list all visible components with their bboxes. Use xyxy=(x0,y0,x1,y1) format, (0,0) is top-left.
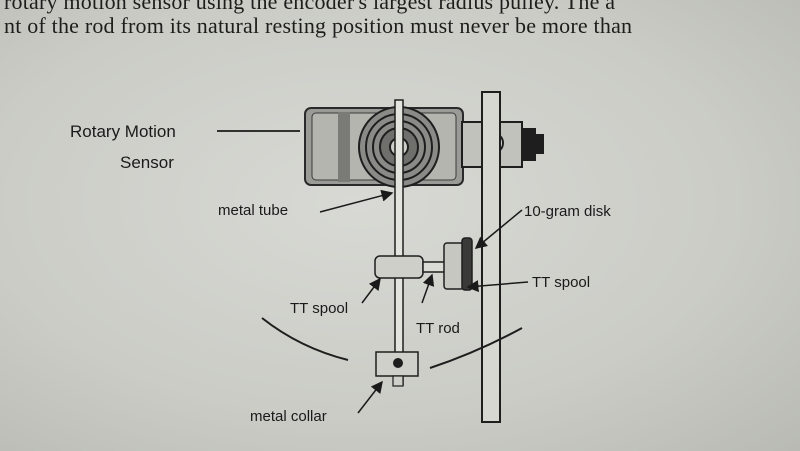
label-tt-spool-left: TT spool xyxy=(290,300,348,317)
label-sensor-line2: Sensor xyxy=(120,153,174,172)
swing-arc-left xyxy=(261,317,349,361)
label-sensor-line1: Rotary Motion xyxy=(70,122,176,141)
tt-spool-left-shape xyxy=(374,255,424,279)
leader-disk xyxy=(474,209,523,249)
tt-spool-right-shape xyxy=(443,242,465,290)
rotary-motion-sensor xyxy=(304,106,464,188)
label-metal-collar: metal collar xyxy=(250,408,327,425)
clamp xyxy=(461,121,544,168)
paragraph-line-2: nt of the rod from its natural resting p… xyxy=(4,13,633,38)
ten-gram-disk xyxy=(461,237,473,291)
metal-collar xyxy=(375,351,419,387)
leader-metal-tube xyxy=(319,189,394,213)
swing-arc-right xyxy=(429,327,523,369)
label-disk: 10-gram disk xyxy=(524,203,611,220)
label-tt-spool-right: TT spool xyxy=(532,274,590,291)
label-tt-rod: TT rod xyxy=(416,320,460,337)
leader-tt-rod xyxy=(421,273,435,304)
paragraph-line-1: rotary motion sensor using the encoder's… xyxy=(4,0,616,14)
label-metal-tube: metal tube xyxy=(218,202,288,219)
support-stand-rod xyxy=(481,91,501,423)
metal-tube xyxy=(394,99,404,386)
leader-tt-spool-right xyxy=(466,280,529,293)
leader-tt-spool-left xyxy=(361,277,381,304)
leader-metal-collar xyxy=(357,380,383,414)
